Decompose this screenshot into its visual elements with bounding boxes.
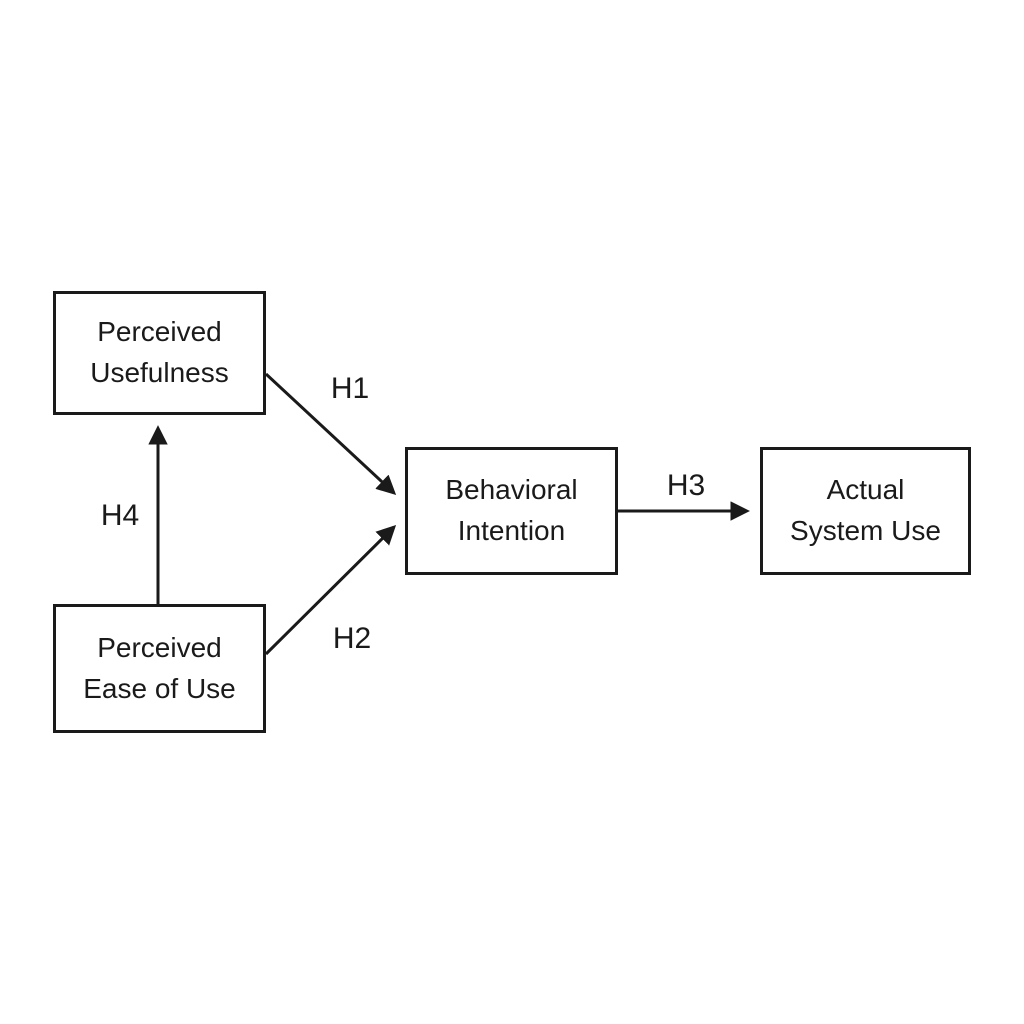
node-behavioral-intention: Behavioral Intention — [405, 447, 618, 575]
arrow-h2 — [264, 524, 397, 656]
node-label-line: Intention — [457, 515, 566, 546]
edge-label-h1: H1 — [331, 372, 369, 405]
edge-label-h4: H4 — [101, 499, 139, 532]
node-perceived-ease-of-use: Perceived Ease of Use — [53, 604, 266, 733]
arrow-h1 — [264, 372, 397, 495]
edge-label-h2: H2 — [333, 622, 371, 655]
edge-label-h3: H3 — [667, 469, 705, 502]
node-label-line: System Use — [790, 515, 941, 546]
node-label-line: Perceived — [97, 631, 222, 663]
node-label-line: Actual — [826, 474, 905, 506]
node-actual-system-use: Actual System Use — [760, 447, 971, 575]
node-label-line: Perceived — [97, 316, 222, 348]
node-label-line: Usefulness — [90, 357, 229, 388]
node-label-line: Behavioral — [445, 474, 578, 506]
node-perceived-usefulness: Perceived Usefulness — [53, 291, 266, 415]
node-label-line: Ease of Use — [83, 672, 236, 704]
